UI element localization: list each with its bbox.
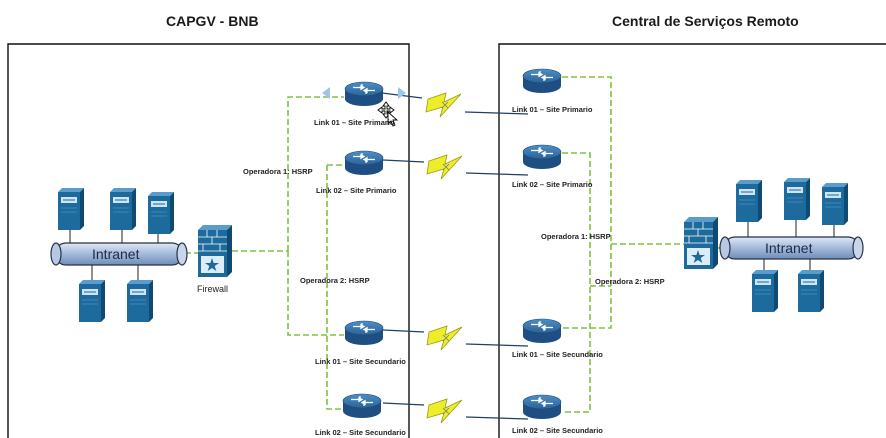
- right-router-label: Link 02 – Site Primario: [512, 180, 593, 189]
- router-icon: [344, 150, 384, 176]
- left-intranet-label: Intranet: [92, 246, 140, 262]
- router-icon: [522, 318, 562, 344]
- server-icon: [147, 191, 175, 235]
- lightning-bolt-icon: [426, 154, 463, 180]
- firewall-label: Firewall: [197, 284, 229, 294]
- lightning-bolt-icon: [425, 92, 462, 118]
- left-intranet-bus: [50, 230, 188, 280]
- server-icon: [783, 177, 811, 221]
- server-icon: [109, 187, 137, 231]
- right-intranet-label: Intranet: [765, 240, 813, 256]
- right-router-label: Link 01 – Site Primario: [512, 105, 593, 114]
- server-icon: [821, 182, 849, 226]
- selection-handle-icon[interactable]: [398, 87, 406, 99]
- right-router-label: Link 02 – Site Secundario: [512, 426, 603, 435]
- router-icon: [522, 68, 562, 94]
- right-panel-title: Central de Serviços Remoto: [612, 13, 799, 29]
- left-router-label: Link 01 – Site Primario: [314, 118, 395, 127]
- router-icon: [344, 81, 384, 107]
- left-panel-title: CAPGV - BNB: [166, 13, 259, 29]
- left-lan-links: [185, 96, 344, 410]
- selection-handle-icon[interactable]: [322, 87, 330, 99]
- router-icon: [344, 320, 384, 346]
- firewall-icon: [683, 216, 719, 270]
- server-icon: [797, 269, 825, 313]
- left-operadora2-label: Operadora 2: HSRP: [300, 276, 370, 285]
- server-icon: [57, 187, 85, 231]
- move-cursor-icon: [377, 101, 399, 127]
- right-operadora2-label: Operadora 2: HSRP: [595, 277, 665, 286]
- right-router-label: Link 01 – Site Secundario: [512, 350, 603, 359]
- left-router-label: Link 01 – Site Secundario: [315, 357, 406, 366]
- router-icon: [342, 393, 382, 419]
- left-router-label: Link 02 – Site Primario: [316, 186, 397, 195]
- firewall-icon: [197, 224, 233, 278]
- server-icon: [78, 279, 106, 323]
- right-intranet-bus: [719, 220, 864, 272]
- server-icon: [126, 279, 154, 323]
- server-icon: [735, 179, 763, 223]
- lightning-bolt-icon: [426, 398, 463, 424]
- server-icon: [751, 269, 779, 313]
- left-router-label: Link 02 – Site Secundario: [315, 428, 406, 437]
- right-lan-links: [562, 76, 724, 413]
- right-operadora1-label: Operadora 1: HSRP: [541, 232, 611, 241]
- right-panel-border: [498, 43, 886, 438]
- left-operadora1-label: Operadora 1: HSRP: [243, 167, 313, 176]
- left-panel-border: [7, 43, 410, 438]
- router-icon: [522, 144, 562, 170]
- wan-lines: [381, 92, 529, 420]
- router-icon: [522, 394, 562, 420]
- lightning-bolt-icon: [426, 325, 463, 351]
